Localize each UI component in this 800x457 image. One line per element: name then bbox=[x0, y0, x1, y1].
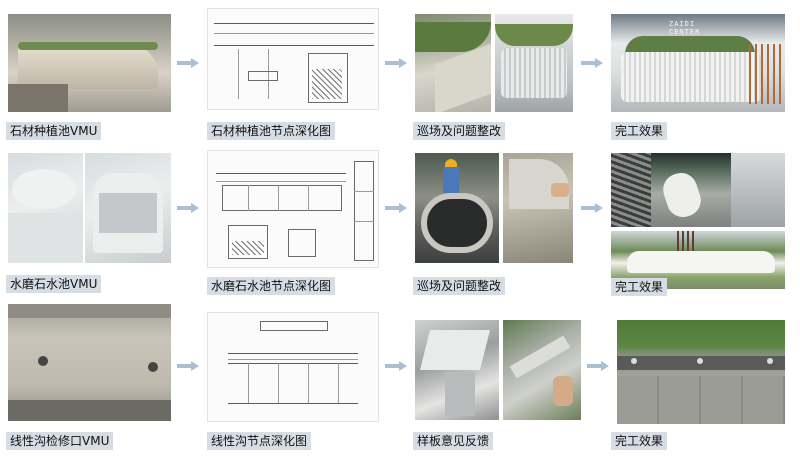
step4-caption: 完工效果 bbox=[611, 122, 668, 140]
flow-arrow-icon bbox=[581, 58, 603, 68]
planter-inspection-photo-2 bbox=[495, 14, 573, 112]
pool-inspection-photo-1 bbox=[415, 153, 499, 263]
step3-caption: 巡场及问题整改 bbox=[413, 277, 506, 295]
step2-caption: 线性沟节点深化图 bbox=[207, 432, 312, 450]
planter-inspection-photo-1 bbox=[415, 14, 491, 112]
step1-caption: 线性沟检修口VMU bbox=[6, 432, 114, 450]
terrazzo-pool-vmu-photo-1 bbox=[8, 153, 83, 263]
terrazzo-pool-detail-drawing bbox=[207, 150, 379, 268]
linear-drain-completion-photo bbox=[617, 320, 785, 424]
linear-drain-access-vmu-photo bbox=[8, 304, 171, 421]
step3-caption: 样板意见反馈 bbox=[413, 432, 494, 450]
flow-arrow-icon bbox=[177, 361, 199, 371]
planter-completion-photo: ZAIDI CENTER bbox=[611, 14, 785, 112]
step1-caption: 石材种植池VMU bbox=[6, 122, 102, 140]
step3-caption: 巡场及问题整改 bbox=[413, 122, 506, 140]
stone-planter-vmu-photo bbox=[8, 14, 171, 112]
flow-arrow-icon bbox=[587, 361, 609, 371]
flow-arrow-icon bbox=[177, 203, 199, 213]
terrazzo-pool-vmu-photo-2 bbox=[85, 153, 171, 263]
signage-text: ZAIDI CENTER bbox=[669, 20, 701, 36]
pool-inspection-photo-2 bbox=[503, 153, 573, 263]
pool-completion-photo-1 bbox=[611, 153, 785, 227]
flow-arrow-icon bbox=[581, 203, 603, 213]
sample-feedback-photo-1 bbox=[415, 320, 499, 420]
step2-caption: 石材种植池节点深化图 bbox=[207, 122, 336, 140]
step4-caption: 完工效果 bbox=[611, 432, 668, 450]
sample-feedback-photo-2 bbox=[503, 320, 581, 420]
linear-drain-detail-drawing bbox=[207, 312, 379, 422]
step2-caption: 水磨石水池节点深化图 bbox=[207, 277, 336, 295]
flow-arrow-icon bbox=[385, 203, 407, 213]
stone-planter-detail-drawing bbox=[207, 8, 379, 110]
step4-caption: 完工效果 bbox=[611, 278, 668, 296]
flow-arrow-icon bbox=[177, 58, 199, 68]
step1-caption: 水磨石水池VMU bbox=[6, 275, 102, 293]
flow-arrow-icon bbox=[385, 58, 407, 68]
flow-arrow-icon bbox=[385, 361, 407, 371]
